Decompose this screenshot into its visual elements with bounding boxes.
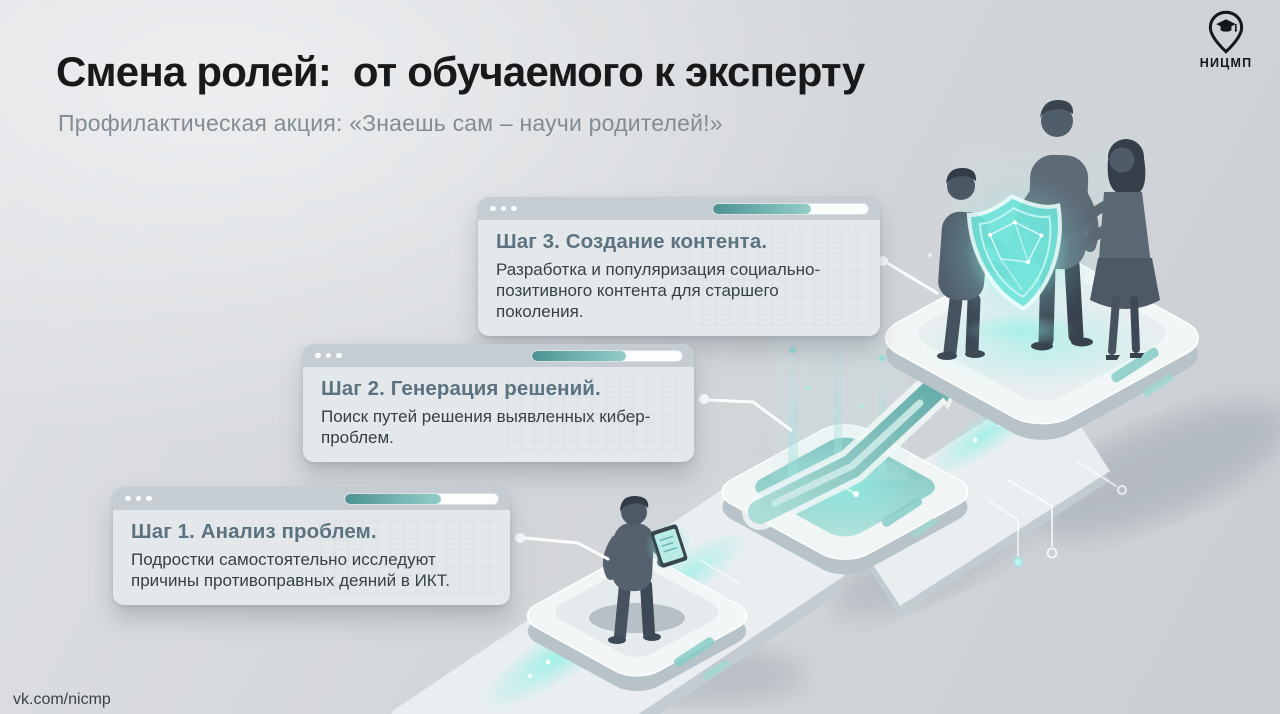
window-dot-icon <box>336 352 342 359</box>
logo: НИЦМП <box>1188 10 1264 70</box>
page-subtitle: Профилактическая акция: «Знаешь сам – на… <box>58 110 723 137</box>
window-dot-icon <box>146 495 152 502</box>
platform-step1 <box>526 555 748 692</box>
window-dot-icon <box>490 205 496 212</box>
step-description: Поиск путей решения выявленных кибер-про… <box>321 407 651 448</box>
figure-woman <box>1053 139 1160 360</box>
window-header <box>113 487 510 510</box>
figure-teen-tablet <box>602 495 693 644</box>
progress-bar <box>345 493 498 504</box>
progress-bar <box>531 350 682 361</box>
progress-fill <box>713 203 811 214</box>
window-dot-icon <box>135 495 141 502</box>
graduation-cap-pin-icon <box>1208 10 1244 54</box>
step-description: Разработка и популяризация социально-поз… <box>496 260 821 322</box>
step-description: Подростки самостоятельно исследуют причи… <box>131 550 450 591</box>
window-dot-icon <box>511 205 517 212</box>
step-card-2: Шаг 2. Генерация решений. Поиск путей ре… <box>303 344 694 463</box>
logo-text: НИЦМП <box>1199 56 1253 70</box>
circuit-lines <box>699 253 1127 585</box>
progress-fill <box>531 350 627 361</box>
step-title: Шаг 1. Анализ проблем. <box>131 520 377 543</box>
card-connectors <box>515 256 939 561</box>
window-dot-icon <box>125 495 131 502</box>
progress-fill <box>345 493 442 504</box>
window-dot-icon <box>325 352 331 359</box>
step-card-1: Шаг 1. Анализ проблем. Подростки самосто… <box>113 487 510 606</box>
step-title: Шаг 2. Генерация решений. <box>321 377 601 400</box>
step-title: Шаг 3. Создание контента. <box>496 230 768 253</box>
tablet-icon <box>645 522 693 570</box>
window-dot-icon <box>500 205 506 212</box>
window-header <box>303 344 694 367</box>
window-dot-icon <box>315 352 321 359</box>
footer-vk-link: vk.com/nicmp <box>13 691 111 708</box>
shield-icon <box>940 174 1096 330</box>
progress-bar <box>713 203 868 214</box>
page-title: Смена ролей: от обучаемого к эксперту <box>56 48 865 95</box>
figure-group-family <box>937 99 1160 360</box>
window-header <box>478 197 880 220</box>
step-card-3: Шаг 3. Создание контента. Разработка и п… <box>478 197 880 337</box>
